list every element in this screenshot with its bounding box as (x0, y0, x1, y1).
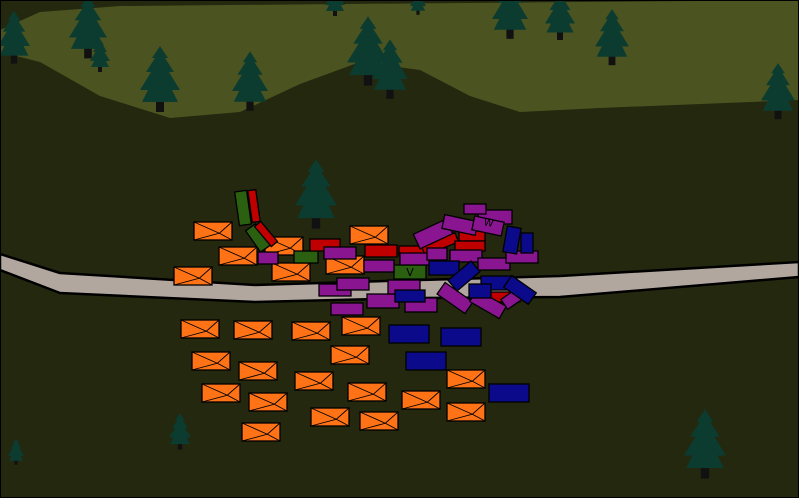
pine-tree-icon (295, 159, 337, 229)
tent-icon[interactable] (359, 411, 399, 431)
purple-unit[interactable] (330, 302, 364, 316)
blue-unit[interactable] (502, 274, 538, 306)
pine-tree-icon (491, 0, 529, 39)
blue-unit[interactable] (440, 327, 482, 347)
tent-icon[interactable] (248, 392, 288, 412)
blue-unit[interactable] (468, 283, 492, 299)
tent-icon[interactable] (330, 345, 370, 365)
unit-label-w: W (483, 217, 495, 230)
tent-icon[interactable] (446, 402, 486, 422)
trees-layer (0, 0, 795, 479)
pine-tree-icon (325, 0, 345, 16)
pine-tree-icon (545, 0, 575, 40)
purple-unit[interactable] (257, 251, 279, 265)
purple-unit[interactable] (436, 281, 474, 315)
red-unit[interactable] (247, 188, 261, 224)
pine-tree-icon (595, 9, 629, 66)
blue-unit[interactable] (502, 225, 522, 255)
green-unit[interactable] (233, 189, 253, 227)
tent-icon[interactable] (310, 407, 350, 427)
tent-icon[interactable] (401, 390, 441, 410)
blue-unit[interactable] (405, 351, 447, 371)
tent-icon[interactable] (291, 321, 331, 341)
purple-unit[interactable] (449, 249, 483, 263)
tent-icon[interactable] (233, 320, 273, 340)
pine-tree-icon (232, 51, 268, 111)
purple-unit[interactable] (471, 215, 505, 237)
pine-tree-icon (169, 413, 191, 450)
tent-icon[interactable] (180, 319, 220, 339)
blue-unit[interactable] (394, 289, 426, 303)
blue-unit[interactable] (428, 260, 460, 276)
purple-unit[interactable] (426, 247, 448, 261)
tent-icon[interactable] (347, 382, 387, 402)
purple-unit[interactable] (323, 246, 357, 260)
pine-tree-icon (8, 438, 24, 465)
pine-tree-icon (372, 39, 408, 99)
pine-tree-icon (140, 46, 180, 112)
blue-unit[interactable] (388, 324, 430, 344)
purple-unit[interactable] (366, 293, 400, 309)
pine-tree-icon (0, 10, 31, 64)
tent-icon[interactable] (349, 225, 389, 245)
green-unit[interactable] (293, 250, 319, 264)
pine-tree-icon (684, 409, 726, 479)
tent-icon[interactable] (341, 316, 381, 336)
tent-icon[interactable] (173, 266, 213, 286)
tent-icon[interactable] (241, 422, 281, 442)
tent-icon[interactable] (191, 351, 231, 371)
blue-unit[interactable] (520, 232, 534, 254)
tent-icon[interactable] (201, 383, 241, 403)
pine-tree-icon (347, 16, 389, 86)
purple-unit[interactable] (363, 259, 395, 273)
pine-tree-icon (409, 0, 427, 15)
pine-tree-icon (761, 63, 795, 120)
red-unit[interactable] (253, 220, 279, 248)
blue-unit[interactable] (488, 383, 530, 403)
tent-icon[interactable] (238, 361, 278, 381)
pine-tree-icon (90, 39, 110, 72)
tent-icon[interactable] (446, 369, 486, 389)
purple-unit[interactable] (477, 257, 511, 271)
unit-label-v: V (406, 266, 414, 279)
purple-unit[interactable] (399, 252, 431, 266)
purple-unit[interactable] (336, 277, 370, 291)
blue-unit[interactable] (447, 260, 481, 292)
tent-icon[interactable] (218, 246, 258, 266)
pine-tree-icon (68, 0, 108, 59)
units-layer (173, 188, 539, 442)
tent-icon[interactable] (294, 371, 334, 391)
purple-unit[interactable] (463, 203, 487, 215)
road (0, 252, 799, 304)
tent-icon[interactable] (271, 262, 311, 282)
tent-icon[interactable] (193, 221, 233, 241)
red-unit[interactable] (364, 244, 398, 258)
